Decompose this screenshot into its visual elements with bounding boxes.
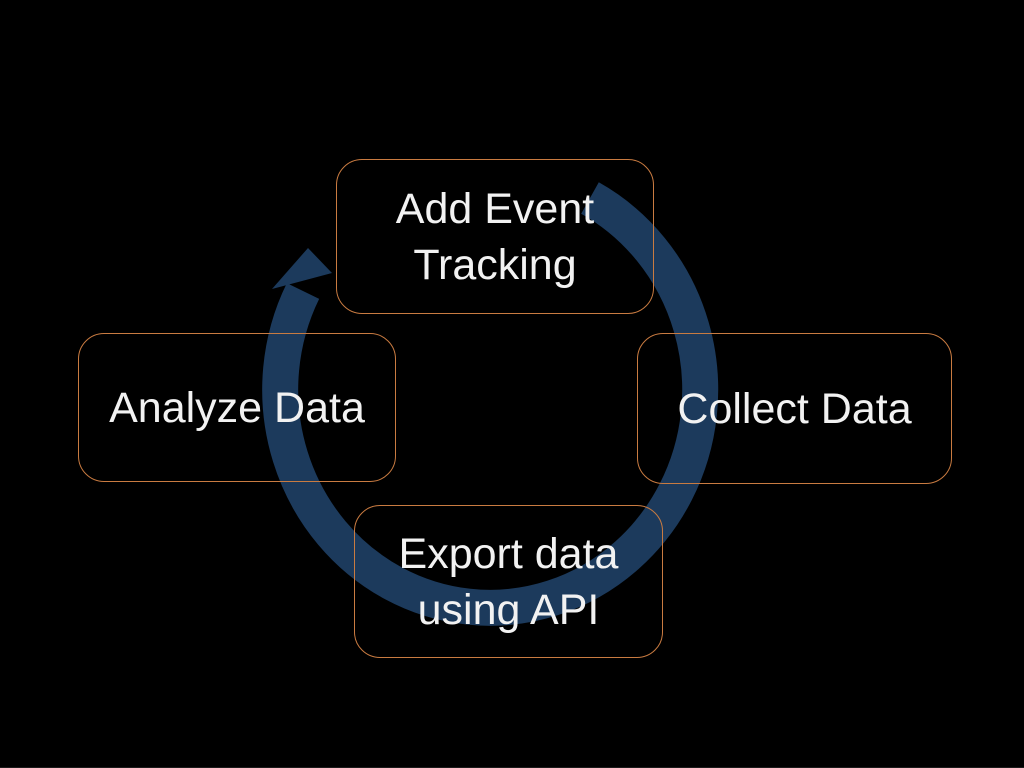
node-label-add-event-tracking: Add Event Tracking <box>395 184 595 289</box>
cycle-arrow-head-icon <box>272 248 332 289</box>
node-label-collect-data: Collect Data <box>677 384 912 433</box>
node-add-event-tracking: Add Event Tracking <box>336 159 654 314</box>
node-collect-data: Collect Data <box>637 333 952 484</box>
node-label-analyze-data: Analyze Data <box>109 383 365 432</box>
node-label-export-data-using-api: Export data using API <box>398 529 619 634</box>
node-analyze-data: Analyze Data <box>78 333 396 482</box>
node-export-data-using-api: Export data using API <box>354 505 663 658</box>
cycle-arrow-arc <box>262 182 719 626</box>
